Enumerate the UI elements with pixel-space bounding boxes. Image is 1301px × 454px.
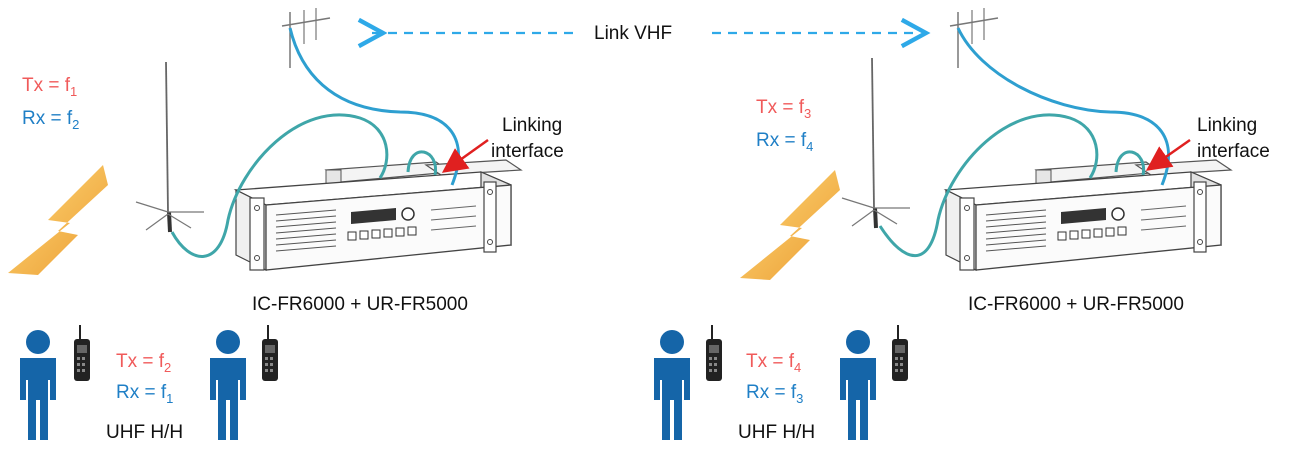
link-vhf-label: Link VHF xyxy=(594,23,673,44)
repeater-left-rx: Rx = f2 xyxy=(22,108,80,132)
cable-left-repeater xyxy=(170,113,389,258)
handheld-right-tx: Tx = f4 xyxy=(746,351,802,375)
cable-right-loop xyxy=(1114,150,1146,176)
handheld-right-caption: UHF H/H xyxy=(738,422,816,443)
yagi-antenna-left xyxy=(281,7,331,69)
lightning-left xyxy=(8,165,108,275)
repeater-right-tx: Tx = f3 xyxy=(756,97,812,121)
cable-left-yagi xyxy=(288,27,460,186)
radio-right-2 xyxy=(891,324,909,382)
repeater-right-rx: Rx = f4 xyxy=(756,130,814,154)
interface-right-line1: Linking xyxy=(1197,115,1258,136)
repeater-left-tx: Tx = f1 xyxy=(22,75,78,99)
radio-left-2 xyxy=(261,324,279,382)
whip-antenna-left xyxy=(134,60,206,234)
equipment-right-label: IC-FR6000 + UR-FR5000 xyxy=(968,294,1184,315)
interface-left-line2: interface xyxy=(491,141,564,162)
pointer-right xyxy=(1145,138,1191,171)
handheld-left-tx: Tx = f2 xyxy=(116,351,172,375)
repeater-left xyxy=(235,159,522,271)
person-left-1 xyxy=(20,330,56,440)
person-left-2 xyxy=(210,330,246,440)
yagi-antenna-right xyxy=(949,7,999,69)
lightning-right xyxy=(740,170,840,280)
handheld-left-caption: UHF H/H xyxy=(106,422,184,443)
person-right-1 xyxy=(654,330,690,440)
cable-right-yagi xyxy=(956,27,1170,186)
whip-antenna-right xyxy=(840,56,912,230)
radio-right-1 xyxy=(705,324,723,382)
handheld-right-rx: Rx = f3 xyxy=(746,382,804,406)
interface-right-line2: interface xyxy=(1197,141,1270,162)
equipment-left-label: IC-FR6000 + UR-FR5000 xyxy=(252,294,468,315)
cable-right-repeater xyxy=(878,113,1099,257)
person-right-2 xyxy=(840,330,876,440)
pointer-left xyxy=(441,138,489,173)
handheld-left-rx: Rx = f1 xyxy=(116,382,174,406)
interface-left-line1: Linking xyxy=(502,115,563,136)
cable-left-loop xyxy=(406,150,438,176)
repeater-right xyxy=(945,159,1232,271)
radio-left-1 xyxy=(73,324,91,382)
